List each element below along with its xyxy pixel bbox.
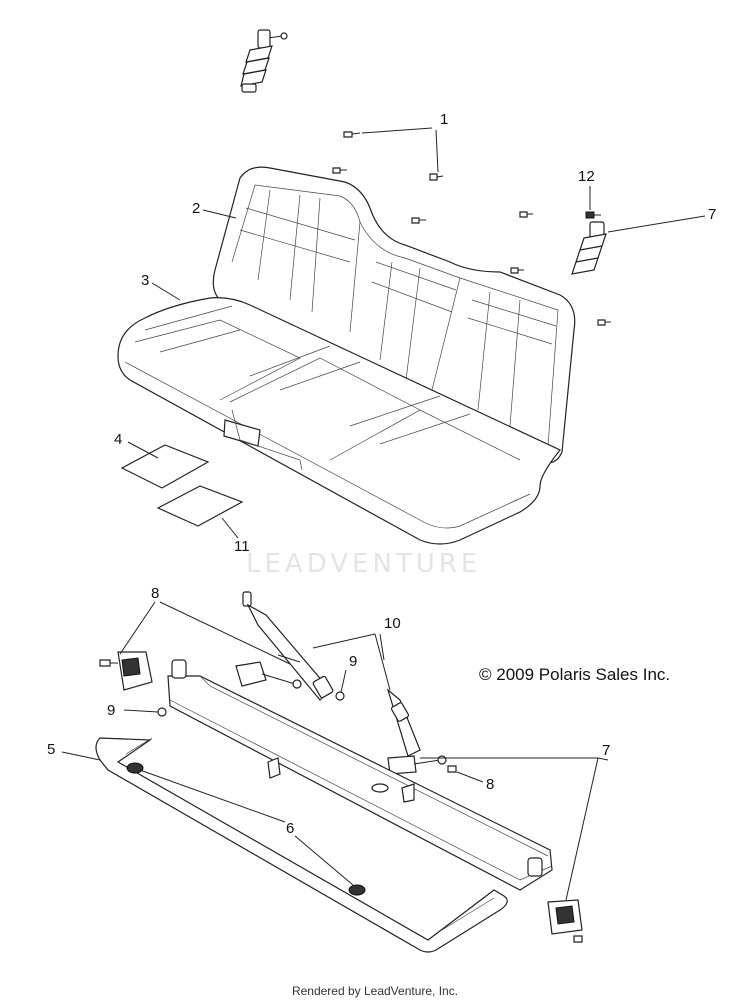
seat-spring-top xyxy=(240,29,288,93)
nut-9b xyxy=(157,707,167,717)
latch-right xyxy=(547,899,583,943)
callout-12: 12 xyxy=(578,168,595,185)
decal-4 xyxy=(120,444,210,489)
footer-credit: Rendered by LeadVenture, Inc. xyxy=(291,984,459,998)
callout-6: 6 xyxy=(286,820,294,837)
seat-back-screws xyxy=(332,131,611,326)
seat-belt-left xyxy=(235,591,334,701)
callout-2: 2 xyxy=(192,200,200,217)
callout-11: 11 xyxy=(234,538,250,555)
callout-7-top: 7 xyxy=(708,206,716,223)
callout-3: 3 xyxy=(141,272,149,289)
callout-1: 1 xyxy=(440,111,448,128)
decal-11 xyxy=(156,485,244,527)
callout-10: 10 xyxy=(384,615,401,632)
callout-8-top: 8 xyxy=(151,585,159,602)
copyright-text: © 2009 Polaris Sales Inc. xyxy=(479,665,670,684)
seat-frame xyxy=(95,659,553,953)
seat-bottom xyxy=(117,297,561,545)
seat-belt-right xyxy=(386,688,447,775)
callout-9-left: 9 xyxy=(107,702,115,719)
callout-7-bottom: 7 xyxy=(602,742,610,759)
callout-8-bottom: 8 xyxy=(486,776,494,793)
watermark-text: LEADVENTURE xyxy=(246,549,481,579)
nut-9a xyxy=(335,691,345,701)
grommet-6a xyxy=(126,762,144,774)
seat-spring-right xyxy=(571,211,607,275)
grommet-6b xyxy=(348,884,366,896)
seat-back xyxy=(212,166,576,464)
callout-4: 4 xyxy=(114,431,122,448)
latch-left xyxy=(99,651,153,691)
callout-5: 5 xyxy=(47,741,55,758)
callout-9-top: 9 xyxy=(349,653,357,670)
